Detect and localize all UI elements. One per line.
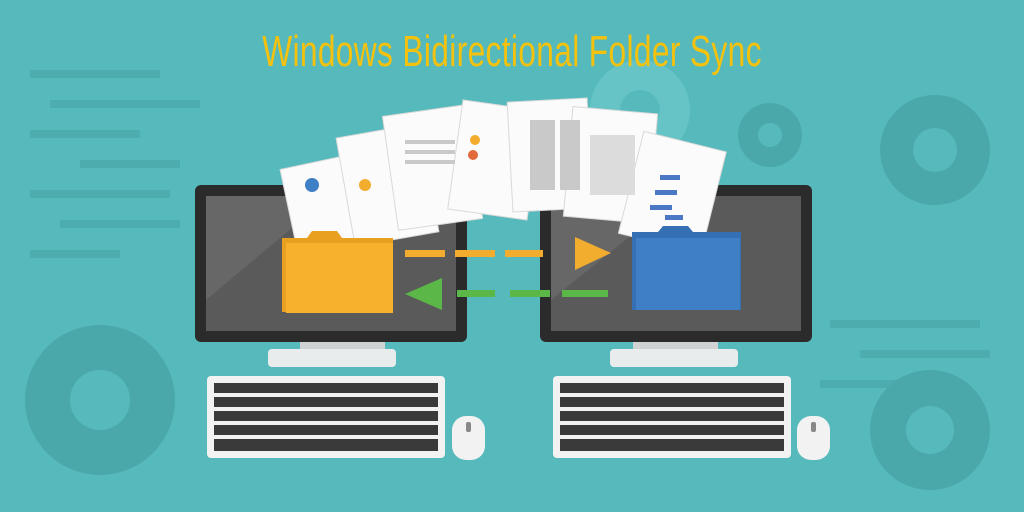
document-details (305, 120, 683, 220)
folder-icon (282, 231, 393, 313)
arrow-right-icon (405, 237, 611, 270)
gear-icon (25, 95, 990, 490)
mouse-icon (452, 416, 485, 460)
arrow-left-icon (405, 278, 608, 310)
mouse-icon (797, 416, 830, 460)
background-decor (30, 70, 990, 388)
folder-icon (632, 226, 741, 310)
page-title: Windows Bidirectional Folder Sync (262, 27, 762, 76)
